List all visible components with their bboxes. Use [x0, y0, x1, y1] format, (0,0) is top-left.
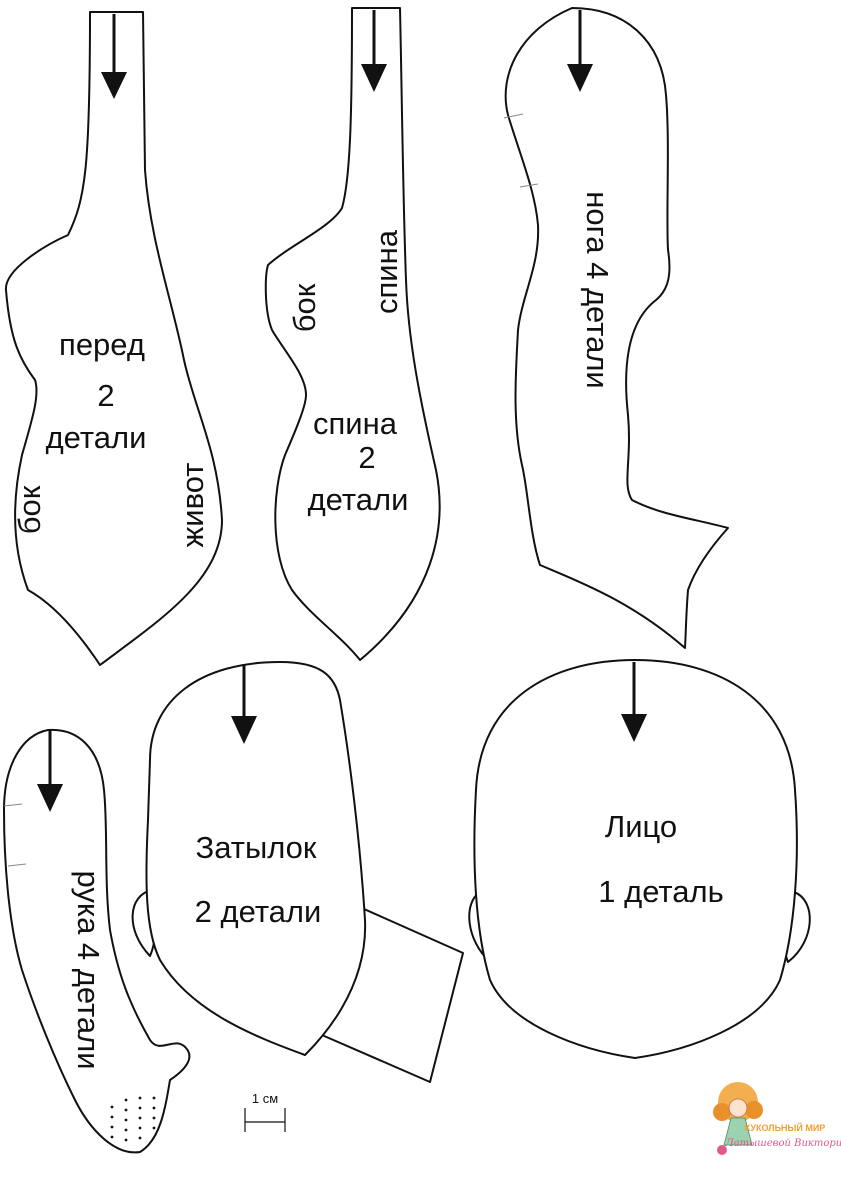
finger-dot [138, 1136, 142, 1140]
face-count-label: 1 деталь [598, 874, 723, 909]
finger-dot [138, 1106, 142, 1110]
arm-notch-upper [3, 803, 23, 807]
logo-hair-curl-icon [745, 1101, 763, 1119]
face-grain-arrowhead [621, 714, 647, 742]
back-count: 2 [358, 440, 375, 475]
finger-dot [124, 1128, 128, 1132]
logo-dress-icon [723, 1117, 753, 1146]
arm-grain-arrowhead [37, 784, 63, 812]
finger-dot [138, 1126, 142, 1130]
logo-yarn-icon [717, 1145, 727, 1155]
nape-grain-arrowhead [231, 716, 257, 744]
back-grain-arrowhead [361, 64, 387, 92]
finger-dot [110, 1135, 114, 1139]
front-grain-arrowhead [101, 72, 127, 99]
front-belly-label: живот [175, 463, 210, 548]
back-top-label: спина [369, 229, 404, 314]
leg-notch-upper [503, 113, 524, 119]
finger-dot [138, 1116, 142, 1120]
arm-piece: рука 4 детали [3, 728, 191, 1154]
front-unit: детали [46, 420, 147, 455]
finger-dot [110, 1125, 114, 1129]
scale-label: 1 см [252, 1091, 278, 1106]
brand-logo: КУКОЛЬНЫЙ МИР Латышевой Виктории [713, 1082, 841, 1155]
back-side-label: бок [287, 283, 322, 332]
scale-bar: 1 см [244, 1091, 286, 1132]
finger-dot [124, 1108, 128, 1112]
face-title: Лицо [605, 809, 677, 844]
arm-piece-outline [3, 728, 191, 1154]
finger-dot [152, 1106, 156, 1110]
front-count: 2 [97, 378, 114, 413]
finger-dot [152, 1116, 156, 1120]
back-title: спина [313, 406, 398, 441]
leg-grain-arrowhead [567, 64, 593, 92]
front-piece: перед 2 детали бок живот [4, 11, 223, 666]
logo-face-icon [728, 1098, 748, 1118]
logo-title: КУКОЛЬНЫЙ МИР [745, 1122, 826, 1133]
finger-dot [124, 1098, 128, 1102]
finger-dot [152, 1096, 156, 1100]
nape-title: Затылок [195, 830, 316, 865]
nape-piece: Затылок 2 детали [131, 661, 464, 1083]
front-piece-outline [4, 11, 223, 666]
finger-dot [138, 1096, 142, 1100]
front-side-label: бок [12, 485, 47, 534]
nape-count-label: 2 детали [195, 894, 322, 929]
leg-label: нога 4 детали [580, 191, 615, 389]
finger-dot [110, 1105, 114, 1109]
back-piece-outline [264, 7, 441, 661]
leg-piece: нога 4 детали [503, 7, 729, 649]
finger-dot [152, 1126, 156, 1130]
back-unit: детали [308, 482, 409, 517]
logo-hair-curl-icon [713, 1103, 731, 1121]
leg-notch-lower [519, 183, 539, 188]
arm-finger-dots [110, 1096, 156, 1142]
nape-piece-outline [145, 661, 367, 1056]
face-piece-outline [473, 659, 798, 1059]
face-piece: Лицо 1 деталь [468, 659, 811, 1059]
logo-subtitle: Латышевой Виктории [724, 1138, 841, 1149]
front-title: перед [59, 327, 145, 362]
leg-piece-outline [504, 7, 729, 649]
finger-dot [124, 1118, 128, 1122]
finger-dot [124, 1138, 128, 1142]
finger-dot [110, 1115, 114, 1119]
back-piece: бок спина спина 2 детали [264, 7, 441, 661]
arm-label: рука 4 детали [71, 870, 106, 1069]
arm-notch-lower [7, 863, 27, 867]
